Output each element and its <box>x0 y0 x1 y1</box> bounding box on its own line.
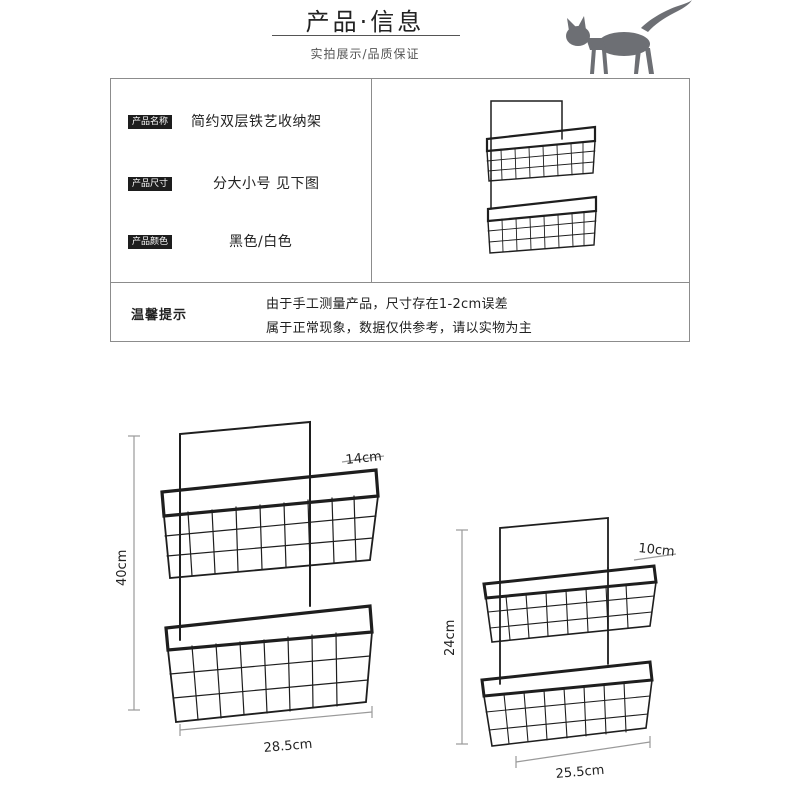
small-depth-label: 10cm <box>638 541 676 560</box>
notice-line-2: 属于正常现象，数据仅供参考，请以实物为主 <box>266 321 533 336</box>
notice-label: 温馨提示 <box>131 308 188 323</box>
row-divider <box>111 282 689 283</box>
dimension-diagram: 14cm 40cm 28.5cm <box>115 420 677 782</box>
product-info-table: 产品名称 简约双层铁艺收纳架 产品尺寸 分大小号 见下图 产品颜色 黑色/白色 <box>110 78 690 342</box>
small-width-label: 25.5cm <box>555 763 605 782</box>
spec-value-color: 黑色/白色 <box>229 234 293 250</box>
large-width-label: 28.5cm <box>263 737 313 756</box>
spec-label-color: 产品颜色 <box>128 235 173 249</box>
cat-image <box>566 0 692 74</box>
column-divider <box>371 79 372 282</box>
small-height-label: 24cm <box>443 620 458 656</box>
rack-thumbnail <box>485 100 598 254</box>
small-rack-drawing <box>480 517 658 747</box>
spec-label-size: 产品尺寸 <box>128 177 173 191</box>
title-underline <box>272 35 460 36</box>
large-depth-label: 14cm <box>345 449 383 468</box>
spec-value-size: 分大小号 见下图 <box>213 176 320 192</box>
large-height-label: 40cm <box>115 550 130 586</box>
spec-label-name: 产品名称 <box>128 115 173 129</box>
notice-line-1: 由于手工测量产品，尺寸存在1-2cm误差 <box>266 297 509 312</box>
large-rack-drawing <box>160 420 380 723</box>
page-subtitle: 实拍展示/品质保证 <box>310 47 420 61</box>
large-rack-dimension-lines <box>128 435 385 736</box>
spec-value-name: 简约双层铁艺收纳架 <box>191 114 322 130</box>
page-title: 产品·信息 <box>305 8 425 36</box>
small-rack-dimension-lines <box>456 529 677 768</box>
